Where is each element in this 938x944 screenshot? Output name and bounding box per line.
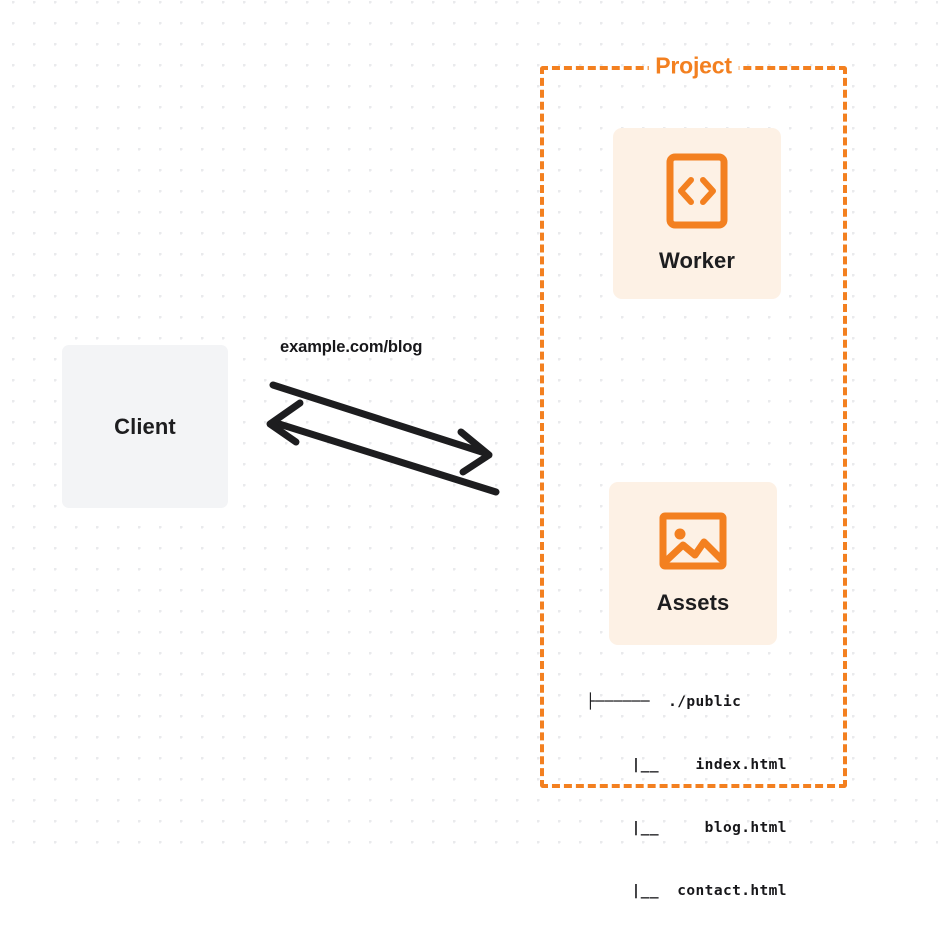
response-arrow — [266, 399, 500, 496]
code-brackets-icon — [666, 153, 728, 234]
file-tree-line: ├────── ./public — [586, 694, 742, 710]
image-picture-icon — [659, 511, 727, 576]
assets-node[interactable]: Assets — [609, 482, 777, 645]
assets-node-label: Assets — [656, 590, 730, 615]
file-tree-line: |__ blog.html — [586, 820, 787, 836]
worker-node-label: Worker — [659, 248, 735, 273]
file-tree-line: |__ index.html — [586, 757, 787, 773]
project-container: Project — [540, 52, 847, 788]
file-tree-line: |__ contact.html — [586, 883, 787, 899]
worker-node[interactable]: Worker — [613, 128, 781, 299]
request-url-label: example.com/blog — [280, 338, 423, 356]
client-node-label: Client — [114, 413, 176, 439]
assets-file-tree: ├────── ./public |__ index.html |__ blog… — [586, 650, 787, 944]
client-node[interactable]: Client — [62, 345, 228, 508]
diagram-canvas: Client example.com/blog Project Worker — [0, 0, 938, 899]
request-arrow — [269, 381, 493, 476]
project-container-title: Project — [648, 52, 739, 80]
